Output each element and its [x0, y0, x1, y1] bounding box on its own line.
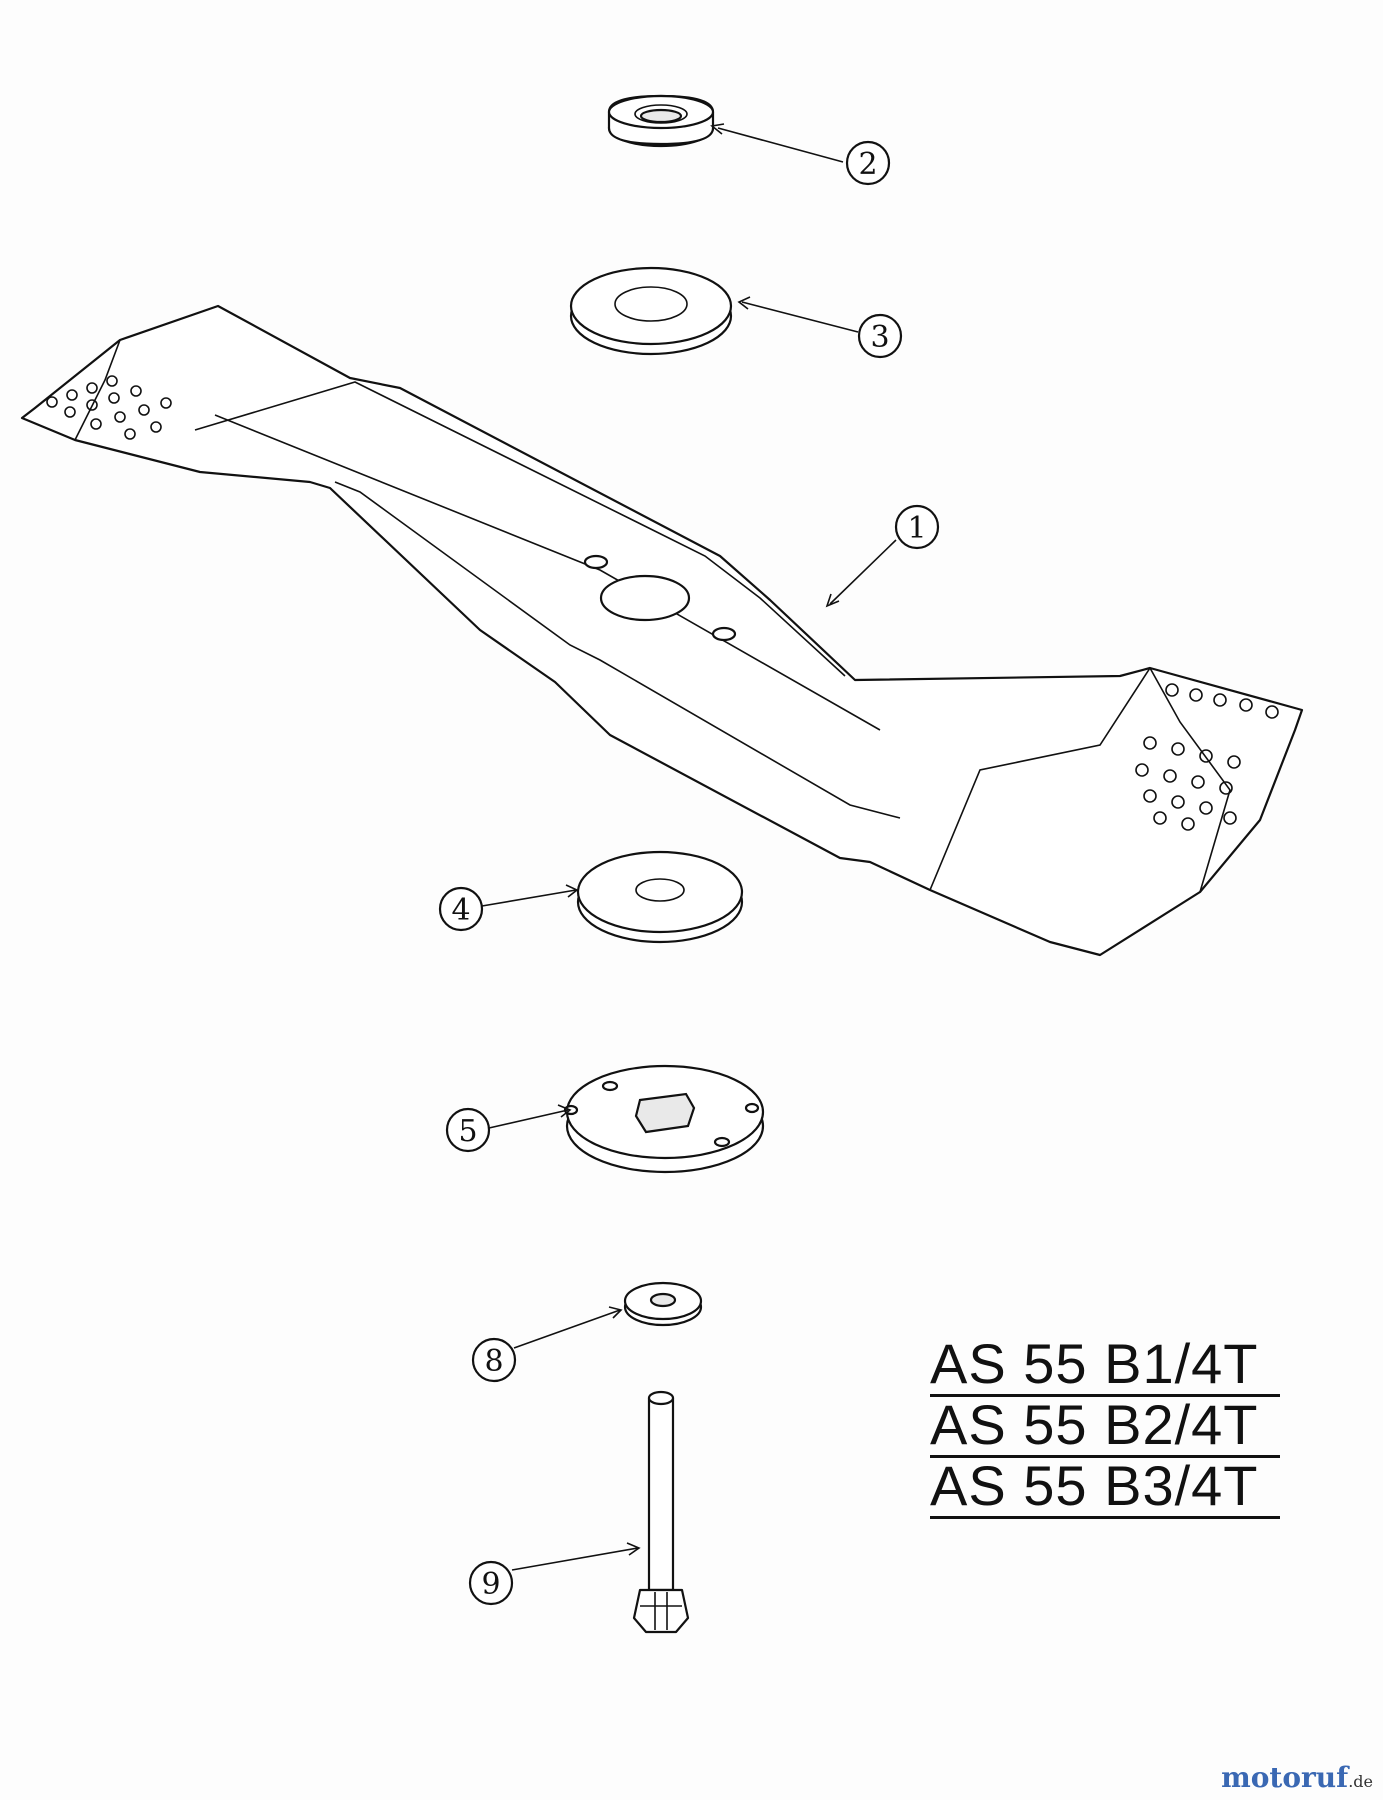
part-3-washer: [569, 266, 733, 356]
model-name: AS 55 B3/4T: [930, 1458, 1280, 1519]
part-2-bushing: [607, 94, 715, 148]
callout-5: 5: [458, 1114, 477, 1149]
part-4-washer: [576, 850, 744, 944]
watermark-tld: .de: [1348, 1772, 1373, 1791]
callout-3: 3: [870, 320, 889, 355]
watermark-logo: motoruf.de: [1221, 1761, 1373, 1794]
model-list: AS 55 B1/4T AS 55 B2/4T AS 55 B3/4T: [930, 1336, 1280, 1519]
callout-9: 9: [481, 1567, 500, 1602]
part-1-blade: [20, 304, 1304, 957]
part-9-bolt: [632, 1390, 690, 1634]
callouts: 2 3 1 4 5 8 9: [438, 123, 940, 1606]
callout-2: 2: [858, 147, 877, 182]
model-name: AS 55 B1/4T: [930, 1336, 1280, 1397]
model-name: AS 55 B2/4T: [930, 1397, 1280, 1458]
callout-8: 8: [484, 1344, 503, 1379]
part-5-adapter-plate: [563, 1064, 765, 1174]
watermark-brand: motoruf: [1221, 1761, 1349, 1794]
callout-1: 1: [907, 511, 926, 546]
part-8-small-washer: [623, 1281, 703, 1327]
callout-4: 4: [451, 893, 470, 928]
